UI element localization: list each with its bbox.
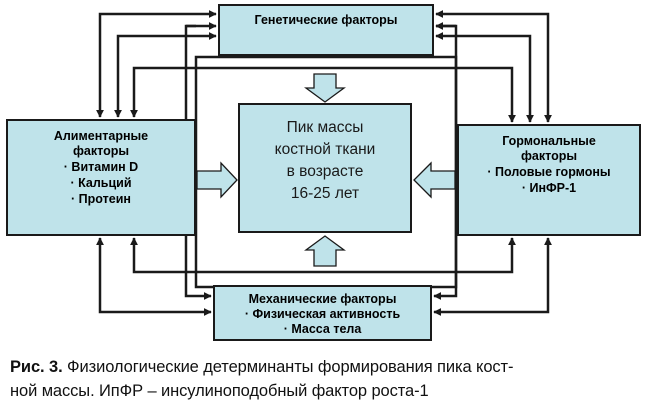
connector-alimentary-mechanical (96, 237, 212, 316)
node-alimentary-item: · Протеин (71, 192, 131, 206)
node-mechanical-title: Механические факторы (248, 292, 397, 306)
node-alimentary-title-line1: Алиментарные (53, 129, 149, 143)
connector-genetic-alimentary-2 (114, 32, 217, 118)
node-mechanical-item: · Физическая активность (244, 307, 401, 321)
block-arrow-from-alimentary (196, 161, 238, 199)
node-center-line: в возрасте (286, 163, 364, 180)
node-peak-bone-mass: Пик массы костной ткани в возрасте 16-25… (238, 103, 412, 233)
caption-line-1: Рис. 3. Физиологические детерминанты фор… (10, 355, 642, 379)
node-alimentary-factors: Алиментарные факторы · Витамин D · Кальц… (6, 119, 196, 236)
node-hormonal-title-line1: Гормональные (502, 134, 596, 148)
block-arrow-from-mechanical (304, 235, 346, 267)
figure-caption: Рис. 3. Физиологические детерминанты фор… (10, 355, 642, 403)
node-genetic-title: Генетические факторы (254, 13, 398, 27)
diagram-connectors (96, 10, 552, 316)
node-center-line: 16-25 лет (290, 185, 360, 202)
node-hormonal-item: · Половые гормоны (487, 165, 611, 179)
caption-line-1-text: Физиологические детерминанты формировани… (62, 358, 514, 376)
node-alimentary-item: · Витамин D (63, 160, 139, 174)
node-genetic-factors: Генетические факторы (218, 4, 434, 56)
connector-genetic-mechanical-right (433, 24, 458, 300)
node-hormonal-item: · ИнФР-1 (521, 181, 577, 195)
connector-genetic-hormonal-2 (435, 32, 534, 123)
node-hormonal-factors: Гормональные факторы · Половые гормоны ·… (457, 124, 641, 236)
connector-alimentary-hormonal-top (130, 66, 516, 123)
node-center-line: Пик массы (286, 119, 364, 136)
node-mechanical-factors: Механические факторы · Физическая активн… (213, 285, 432, 341)
node-hormonal-title-line2: факторы (520, 149, 578, 163)
caption-figure-label: Рис. 3. (10, 358, 63, 376)
node-alimentary-item: · Кальций (70, 176, 132, 190)
connector-genetic-hormonal (435, 10, 552, 123)
node-alimentary-title-line2: факторы (72, 144, 130, 158)
connector-hormonal-mechanical (433, 237, 552, 316)
node-mechanical-item: · Масса тела (283, 322, 362, 336)
block-arrow-from-genetic (304, 73, 346, 103)
connector-genetic-alimentary (96, 10, 217, 118)
node-center-line: костной ткани (274, 141, 376, 158)
caption-line-2: ной массы. ИпФР – инсулиноподобный факто… (10, 382, 429, 400)
block-arrow-from-hormonal (413, 161, 456, 199)
